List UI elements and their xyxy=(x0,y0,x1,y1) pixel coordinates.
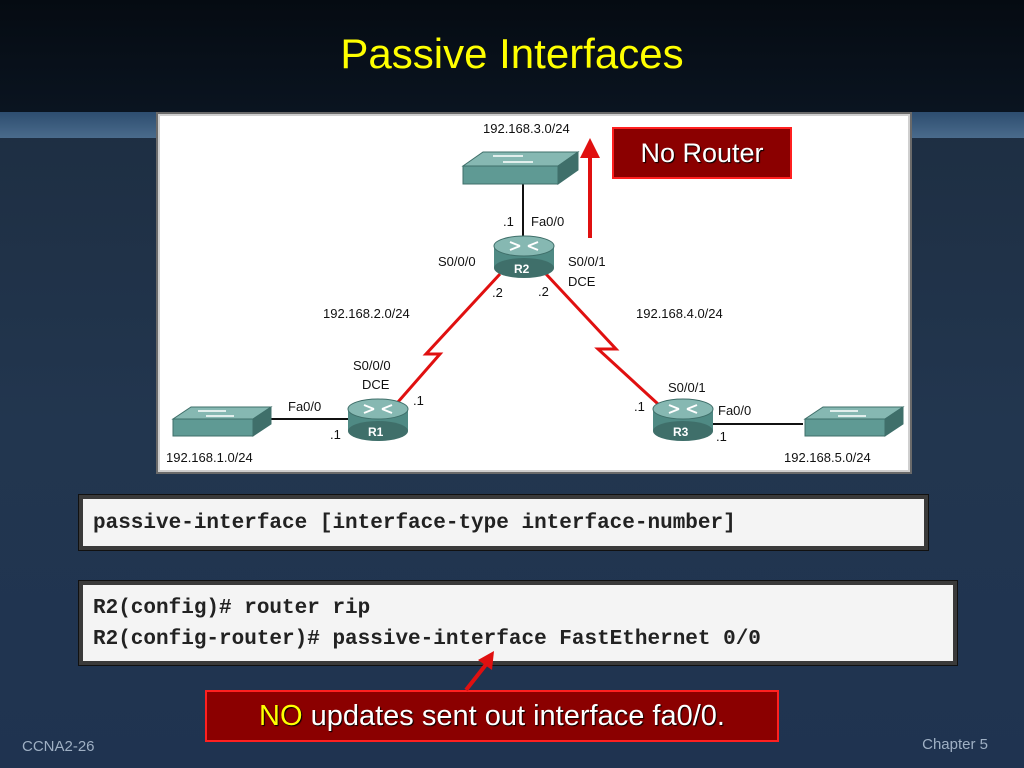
net-right-lan-label: 192.168.5.0/24 xyxy=(784,450,871,465)
router-r2-label: R2 xyxy=(514,262,530,276)
router-r1-icon xyxy=(347,398,409,441)
router-r1-label: R1 xyxy=(368,425,384,439)
serial-link-r2-r3 xyxy=(544,272,660,406)
config-line-2: R2(config-router)# passive-interface Fas… xyxy=(93,628,761,651)
switch-right-icon xyxy=(803,406,905,437)
syntax-code-text: passive-interface [interface-type interf… xyxy=(83,499,924,546)
syntax-code-box: passive-interface [interface-type interf… xyxy=(78,494,929,551)
r1-fa-host: .1 xyxy=(330,427,341,442)
r3-fa-host: .1 xyxy=(716,429,727,444)
r2-fa-host: .1 xyxy=(503,214,514,229)
r2-right-host: .2 xyxy=(538,284,549,299)
accent-bar-right xyxy=(912,112,1024,138)
serial-link-r1-r2 xyxy=(396,272,502,403)
switch-top-icon xyxy=(461,151,580,185)
note-no-text: NO xyxy=(259,700,303,732)
no-router-callout: No Router xyxy=(612,127,792,179)
r2-fa-iface: Fa0/0 xyxy=(531,214,564,229)
network-diagram-panel: R2 R1 R3 192.168.3.0/24 .1 Fa0/0 S0/0/0 … xyxy=(156,112,912,474)
r1-fa-iface: Fa0/0 xyxy=(288,399,321,414)
net-top-label: 192.168.3.0/24 xyxy=(483,121,570,136)
r1-dce: DCE xyxy=(362,377,390,392)
arrow-note-line xyxy=(464,660,490,692)
r2-right-iface: S0/0/1 xyxy=(568,254,606,269)
r3-s-iface: S0/0/1 xyxy=(668,380,706,395)
accent-bar-left xyxy=(0,112,160,138)
r2-left-host: .2 xyxy=(492,285,503,300)
title-band xyxy=(0,0,1024,112)
r2-right-dce: DCE xyxy=(568,274,596,289)
switch-left-icon xyxy=(171,406,273,437)
footer-right-text: Chapter 5 xyxy=(922,736,988,753)
net-left-lan-label: 192.168.1.0/24 xyxy=(166,450,253,465)
note-rest-text: updates sent out interface fa0/0. xyxy=(302,700,725,732)
r1-s-iface: S0/0/0 xyxy=(353,358,391,373)
r1-s-host: .1 xyxy=(413,393,424,408)
footer-left-text: CCNA2-26 xyxy=(22,738,95,755)
r2-left-iface: S0/0/0 xyxy=(438,254,476,269)
note-callout: NO updates sent out interface fa0/0. xyxy=(205,690,779,742)
config-line-1: R2(config)# router rip xyxy=(93,597,371,620)
network-diagram: R2 R1 R3 192.168.3.0/24 .1 Fa0/0 S0/0/0 … xyxy=(166,121,905,465)
router-r3-icon xyxy=(652,398,714,441)
r3-s-host: .1 xyxy=(634,399,645,414)
net-left-wan-label: 192.168.2.0/24 xyxy=(323,306,410,321)
slide-title: Passive Interfaces xyxy=(340,30,684,77)
router-r2-icon xyxy=(493,235,555,278)
net-right-wan-label: 192.168.4.0/24 xyxy=(636,306,723,321)
router-r3-label: R3 xyxy=(673,425,689,439)
r3-fa-iface: Fa0/0 xyxy=(718,403,751,418)
